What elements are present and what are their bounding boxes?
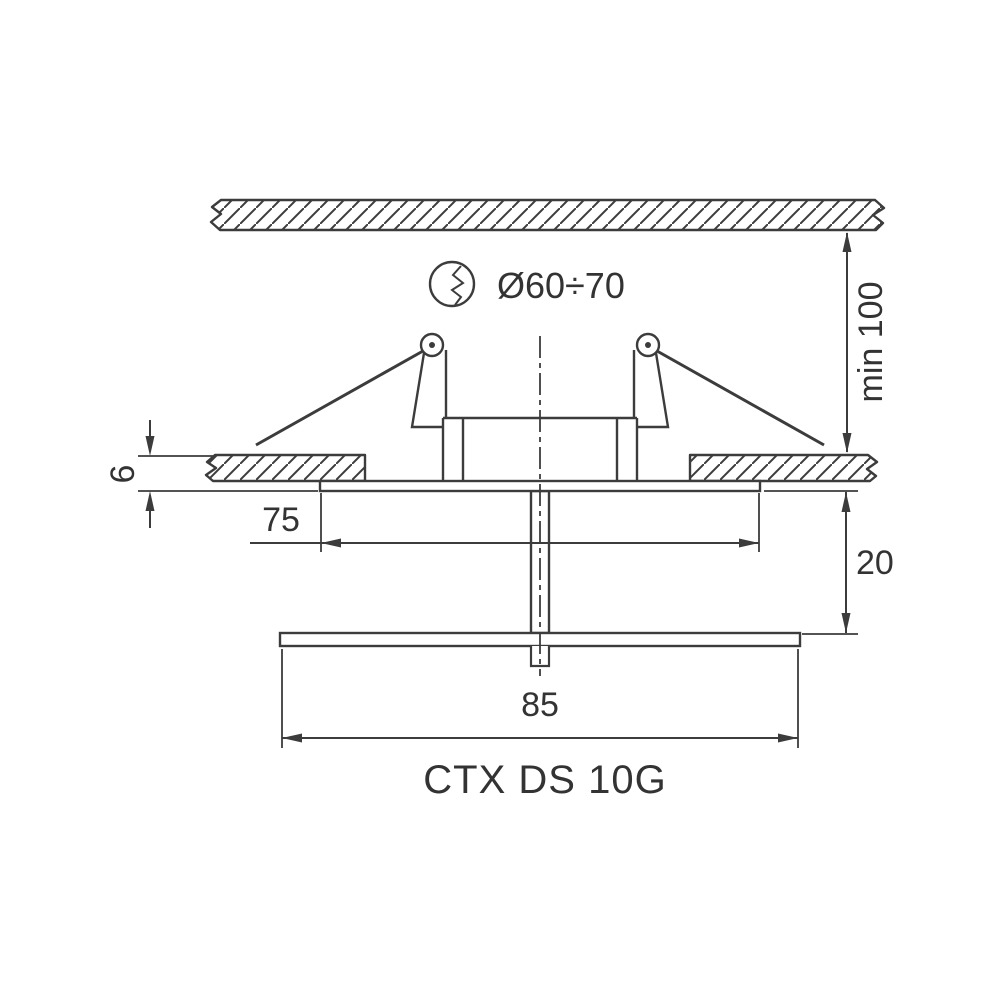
dim-body-width: 75 [250, 493, 760, 552]
dim-flange-diameter: 85 [281, 649, 799, 748]
flange-thickness-label: 6 [104, 465, 142, 484]
spring-clip-left [255, 332, 448, 447]
ceiling-cut-right [688, 453, 879, 483]
flange-diameter-label: 85 [521, 686, 559, 724]
stem-end [529, 646, 551, 668]
min-recess-depth-label: min 100 [852, 282, 890, 403]
product-title: CTX DS 10G [423, 758, 666, 802]
cutout-diameter-label: Ø60÷70 [497, 265, 625, 306]
body-width-label: 75 [262, 501, 300, 539]
ceiling-slab-top [209, 198, 886, 232]
dim-min-recess-depth: min 100 [842, 232, 890, 453]
cutout-hole-icon [428, 260, 476, 308]
dim-flange-thickness: 6 [104, 420, 318, 528]
spring-clip-right [632, 332, 825, 447]
ceiling-cut-left [204, 453, 367, 483]
dim-depth-below-ceiling: 20 [764, 490, 894, 635]
depth-below-ceiling-label: 20 [856, 544, 894, 582]
